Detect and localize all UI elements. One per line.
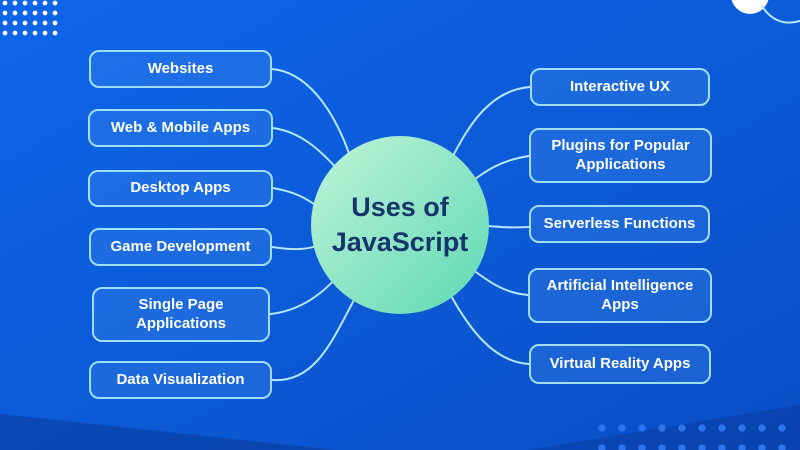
corner-circle-decoration [731,0,769,14]
connector-ai-apps [467,265,529,296]
corner-arc-decoration [761,5,800,24]
node-label: Plugins for Popular Applications [551,136,690,173]
connector-single-page-applications [269,275,339,315]
node-label: Serverless Functions [543,214,696,232]
node-data-visualization: Data Visualization [89,361,272,399]
node-websites: Websites [89,50,272,88]
connector-virtual-reality-apps [449,293,530,365]
node-label: Data Visualization [116,370,245,388]
connector-desktop-apps [272,187,319,208]
node-label: Web & Mobile Apps [110,118,251,136]
connector-web-mobile-apps [272,127,341,173]
node-web-mobile-apps: Web & Mobile Apps [88,109,273,147]
node-label: Websites [147,59,214,77]
center-title-line1: Uses of [351,191,449,222]
node-plugins: Plugins for Popular Applications [529,128,712,183]
node-game-development: Game Development [89,228,272,266]
node-single-page-applications: Single Page Applications [92,287,270,342]
center-title-line2: JavaScript [331,227,469,257]
connector-data-visualization [271,299,355,382]
node-virtual-reality-apps: Virtual Reality Apps [529,344,711,384]
node-desktop-apps: Desktop Apps [88,170,273,207]
connector-interactive-ux [451,86,531,159]
node-label: Virtual Reality Apps [549,354,691,372]
connector-websites [271,68,351,157]
node-label: Game Development [110,237,251,255]
node-serverless-functions: Serverless Functions [529,205,710,243]
connector-serverless-functions [487,225,530,229]
node-interactive-ux: Interactive UX [530,68,710,106]
node-label: Interactive UX [569,77,671,95]
node-ai-apps: Artificial Intelligence Apps [528,268,712,323]
node-label: Desktop Apps [130,179,231,197]
node-label: Single Page Applications [135,295,226,332]
dot-grid-bottom-right [592,418,792,450]
node-label: Artificial Intelligence Apps [546,276,694,313]
dot-grid-top-left [0,0,62,39]
center-topic: Uses of JavaScript [311,136,489,314]
